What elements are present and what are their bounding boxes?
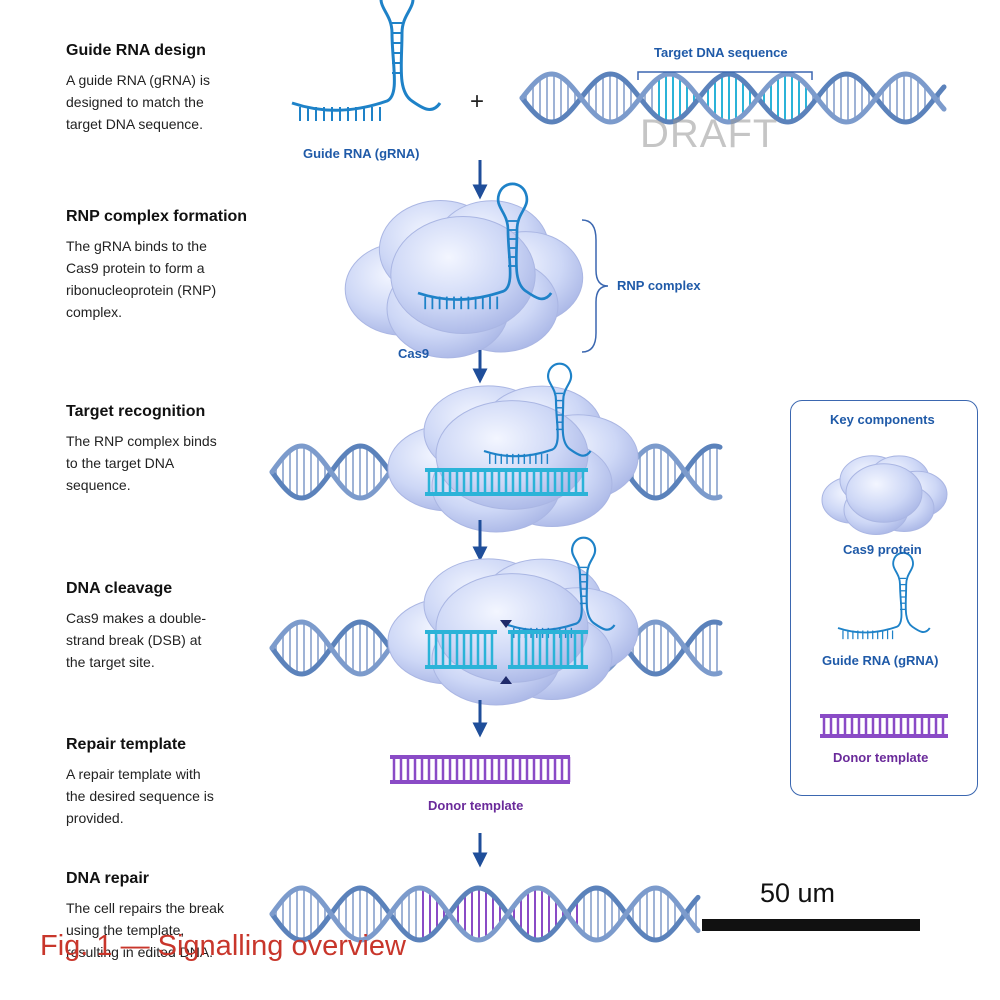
key-cas9-label: Cas9 protein: [843, 542, 922, 557]
key-donor-label: Donor template: [833, 750, 929, 765]
rnp-bracket: [581, 219, 609, 353]
dna-strand: [519, 71, 947, 125]
grna-backbone: [507, 536, 616, 632]
key-components-panel: [790, 400, 978, 796]
rnp-complex-label: RNP complex: [617, 278, 701, 293]
cut-duplex-right: [508, 630, 588, 669]
step-target-recognition: Target recognition The RNP complex binds…: [66, 403, 266, 496]
step-title: DNA repair: [66, 870, 149, 887]
step-description: The RNP complex binds to the target DNA …: [66, 433, 217, 493]
step-title: DNA cleavage: [66, 580, 173, 597]
cut-duplex-left: [425, 630, 497, 669]
key-grna-graphic: [837, 551, 931, 640]
grna-backbone: [483, 362, 592, 458]
repaired-dna: [269, 885, 701, 943]
target-duplex: [425, 468, 588, 496]
grna-backbone: [291, 0, 442, 112]
guide-rna-label: Guide RNA (gRNA): [303, 146, 420, 161]
step-description: The cell repairs the break using the tem…: [66, 900, 224, 960]
cas9-label: Cas9: [398, 346, 430, 361]
figure-caption: Fig. 1 — Signalling overview: [40, 930, 406, 962]
step-description: A repair template with the desired seque…: [66, 766, 214, 826]
target-bracket: [637, 71, 813, 80]
step-guide-rna-design: Guide RNA design A guide RNA (gRNA) is d…: [66, 42, 266, 135]
step-description: Cas9 makes a double- strand break (DSB) …: [66, 610, 207, 670]
grna-backbone: [417, 182, 553, 301]
plus-sign: +: [470, 88, 485, 115]
step-title: RNP complex formation: [66, 208, 248, 225]
key-cas9-graphic: [821, 455, 948, 535]
step-dna-repair: DNA repair The cell repairs the break us…: [66, 870, 266, 963]
dna-strand: [269, 885, 701, 943]
step-title: Guide RNA design: [66, 42, 206, 59]
key-donor-graphic: [820, 714, 948, 738]
dna-strand: [519, 71, 947, 125]
donor-template-graphic: [390, 755, 571, 784]
step-dna-cleavage: DNA cleavage Cas9 makes a double- strand…: [66, 580, 266, 673]
rnp-grna: [483, 362, 592, 464]
target-dna-helix: [519, 71, 947, 125]
bound-grna-graphic: [417, 182, 553, 310]
draft-watermark: DRAFT: [640, 112, 779, 156]
step-description: The gRNA binds to the Cas9 protein to fo…: [66, 238, 217, 320]
cas9-lobe: [390, 215, 536, 335]
cut-site-marker: [500, 620, 512, 628]
cas9-lobe: [435, 573, 589, 683]
cas9-lobe: [845, 463, 923, 523]
guide-rna-graphic: [291, 0, 442, 121]
step-repair-template: Repair template A repair template with t…: [66, 736, 266, 829]
step-rnp-complex-formation: RNP complex formation The gRNA binds to …: [66, 208, 266, 323]
cas9-protein-graphic: [344, 200, 584, 359]
scale-bar-label: 50 um: [760, 878, 836, 908]
cut-site-marker: [500, 676, 512, 684]
step-title: Target recognition: [66, 403, 206, 420]
key-title: Key components: [830, 412, 935, 427]
target-dna-label: Target DNA sequence: [654, 45, 788, 60]
donor-template-label: Donor template: [428, 798, 524, 813]
grna-backbone: [837, 551, 931, 634]
scale-bar: [702, 919, 920, 931]
step-description: A guide RNA (gRNA) is designed to match …: [66, 72, 210, 132]
key-grna-label: Guide RNA (gRNA): [822, 653, 939, 668]
step-title: Repair template: [66, 736, 187, 753]
